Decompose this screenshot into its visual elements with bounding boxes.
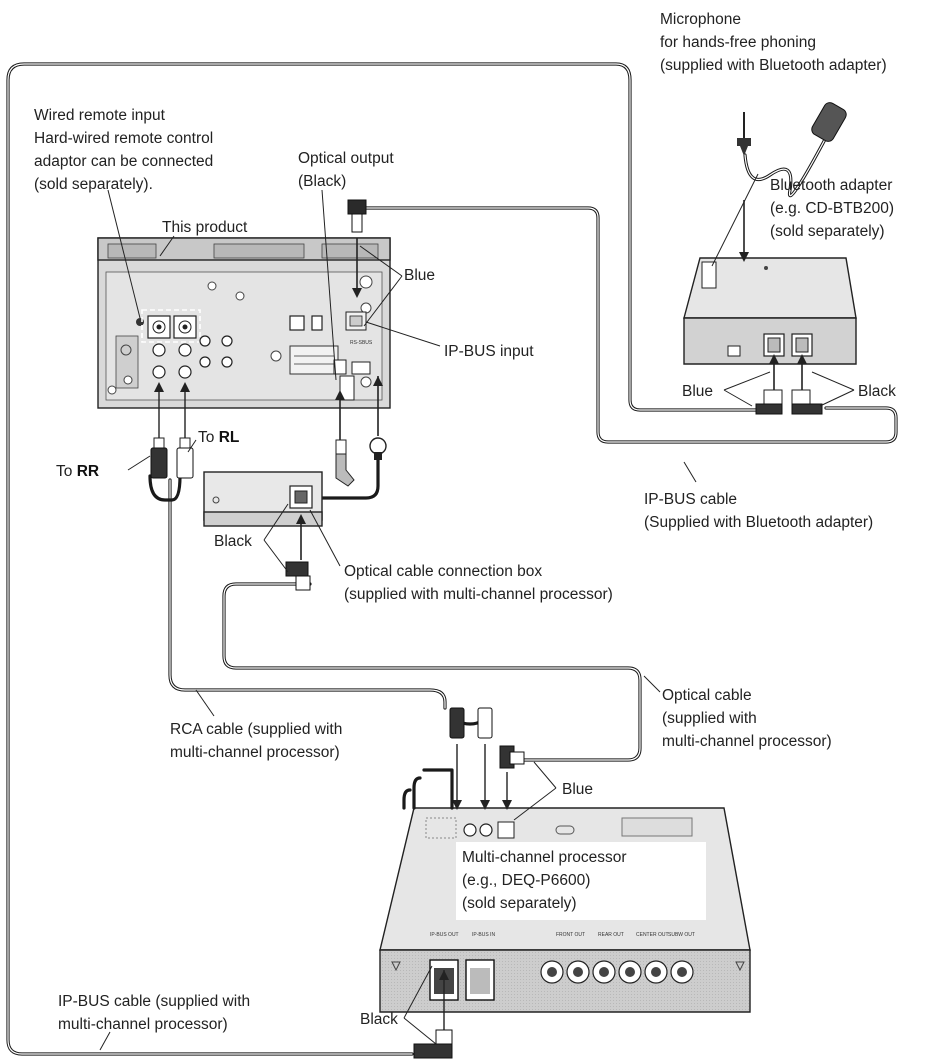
ip-bus-cable-bt-line1: IP-BUS cable	[644, 491, 737, 508]
optical-output-plug	[347, 199, 367, 298]
leader-lines	[99, 173, 855, 1051]
blue-proc-label: Blue	[562, 781, 593, 798]
black-bt-label: Black	[858, 383, 896, 400]
proc-port-ipbus-in: IP-BUS IN	[472, 932, 495, 938]
to-rr-label: To RR	[56, 463, 99, 480]
ip-bus-cable-bluetooth	[362, 206, 898, 444]
optical-box-line2: (supplied with multi-channel processor)	[344, 586, 613, 603]
label-ip-bus-cable-proc: IP-BUS cable (supplied with multi-channe…	[58, 993, 250, 1033]
rca-cable-line1: RCA cable (supplied with	[170, 721, 342, 738]
label-optical-output: Optical output (Black)	[298, 150, 394, 190]
wired-remote-label-line2: Hard-wired remote control	[34, 130, 213, 147]
processor-label-box	[456, 842, 706, 920]
label-ip-bus-cable-bt: IP-BUS cable (Supplied with Bluetooth ad…	[644, 491, 873, 531]
microphone-label-line3: (supplied with Bluetooth adapter)	[660, 57, 887, 74]
optical-cable-line1: Optical cable	[662, 687, 752, 704]
head-unit-port-text: RS-SBUS	[350, 340, 373, 346]
label-rca-cable: RCA cable (supplied with multi-channel p…	[170, 721, 342, 761]
optical-cable-line2: (supplied with	[662, 710, 757, 727]
ip-bus-cable-bt-line2: (Supplied with Bluetooth adapter)	[644, 514, 873, 531]
proc-port-subw-out: SUBW OUT	[668, 932, 695, 938]
processor-optical-plug	[499, 745, 525, 810]
rca-plug-rr	[150, 382, 168, 479]
to-rr-bold: RR	[77, 463, 99, 480]
blue-bt-label: Blue	[682, 383, 713, 400]
microphone-label-line2: for hands-free phoning	[660, 34, 816, 51]
optical-connection-box	[203, 471, 323, 591]
microphone-label-line1: Microphone	[660, 11, 741, 28]
optical-box-line1: Optical cable connection box	[344, 563, 542, 580]
proc-port-front-out: FRONT OUT	[556, 932, 585, 938]
processor-line3: (sold separately)	[462, 895, 577, 912]
ip-bus-cable-processor	[6, 62, 762, 1056]
head-unit: RS-SBUS	[97, 237, 391, 409]
label-optical-cable: Optical cable (supplied with multi-chann…	[662, 687, 832, 750]
rca-cable-line2: multi-channel processor)	[170, 744, 340, 761]
optical-cable	[222, 582, 642, 762]
to-rr-prefix: To	[56, 463, 77, 480]
optical-cable-line3: multi-channel processor)	[662, 733, 832, 750]
processor-line2: (e.g., DEQ-P6600)	[462, 872, 590, 889]
optical-output-label-line1: Optical output	[298, 150, 394, 167]
to-rl-bold: RL	[219, 429, 240, 446]
black-box-label: Black	[214, 533, 252, 550]
label-optical-box: Optical cable connection box (supplied w…	[344, 563, 613, 603]
multi-channel-processor: IP-BUS OUT IP-BUS IN FRONT OUT REAR OUT …	[379, 807, 751, 1013]
black-proc-label: Black	[360, 1011, 398, 1028]
processor-line1: Multi-channel processor	[462, 849, 627, 866]
to-rl-prefix: To	[198, 429, 219, 446]
proc-port-rear-out: REAR OUT	[598, 932, 624, 938]
ip-bus-cable-proc-line2: multi-channel processor)	[58, 1016, 228, 1033]
ip-bus-cable-proc-line1: IP-BUS cable (supplied with	[58, 993, 250, 1010]
bluetooth-adapter-label-line2: (e.g. CD-BTB200)	[770, 200, 894, 217]
processor-rca-plugs	[449, 707, 493, 810]
processor-ipbus-plug	[413, 970, 453, 1059]
label-microphone: Microphone for hands-free phoning (suppl…	[660, 11, 887, 74]
to-rl-label: To RL	[198, 429, 239, 446]
label-wired-remote: Wired remote input Hard-wired remote con…	[34, 107, 213, 193]
proc-port-center-out: CENTER OUT	[636, 932, 669, 938]
wired-remote-label-line1: Wired remote input	[34, 107, 166, 124]
bluetooth-adapter	[683, 257, 857, 415]
wired-remote-label-line3: adaptor can be connected	[34, 153, 213, 170]
remote-plug	[369, 376, 387, 460]
microphone	[737, 102, 847, 262]
bluetooth-adapter-label-line3: (sold separately)	[770, 223, 885, 240]
ip-bus-input-label: IP-BUS input	[444, 343, 534, 360]
rca-plug-rl	[176, 382, 194, 479]
processor-left-cable	[402, 768, 454, 810]
optical-output-label-line2: (Black)	[298, 173, 346, 190]
label-processor: Multi-channel processor (e.g., DEQ-P6600…	[462, 849, 627, 912]
bluetooth-adapter-label-line1: Bluetooth adapter	[770, 177, 892, 194]
ip-bus-input-plug	[335, 375, 355, 487]
proc-port-ipbus-out: IP-BUS OUT	[430, 932, 459, 938]
wired-remote-label-line4: (sold separately).	[34, 176, 153, 193]
this-product-label: This product	[162, 219, 248, 236]
microphone-cable	[743, 128, 832, 198]
label-bluetooth-adapter: Bluetooth adapter (e.g. CD-BTB200) (sold…	[770, 177, 894, 240]
blue-top-label: Blue	[404, 267, 435, 284]
